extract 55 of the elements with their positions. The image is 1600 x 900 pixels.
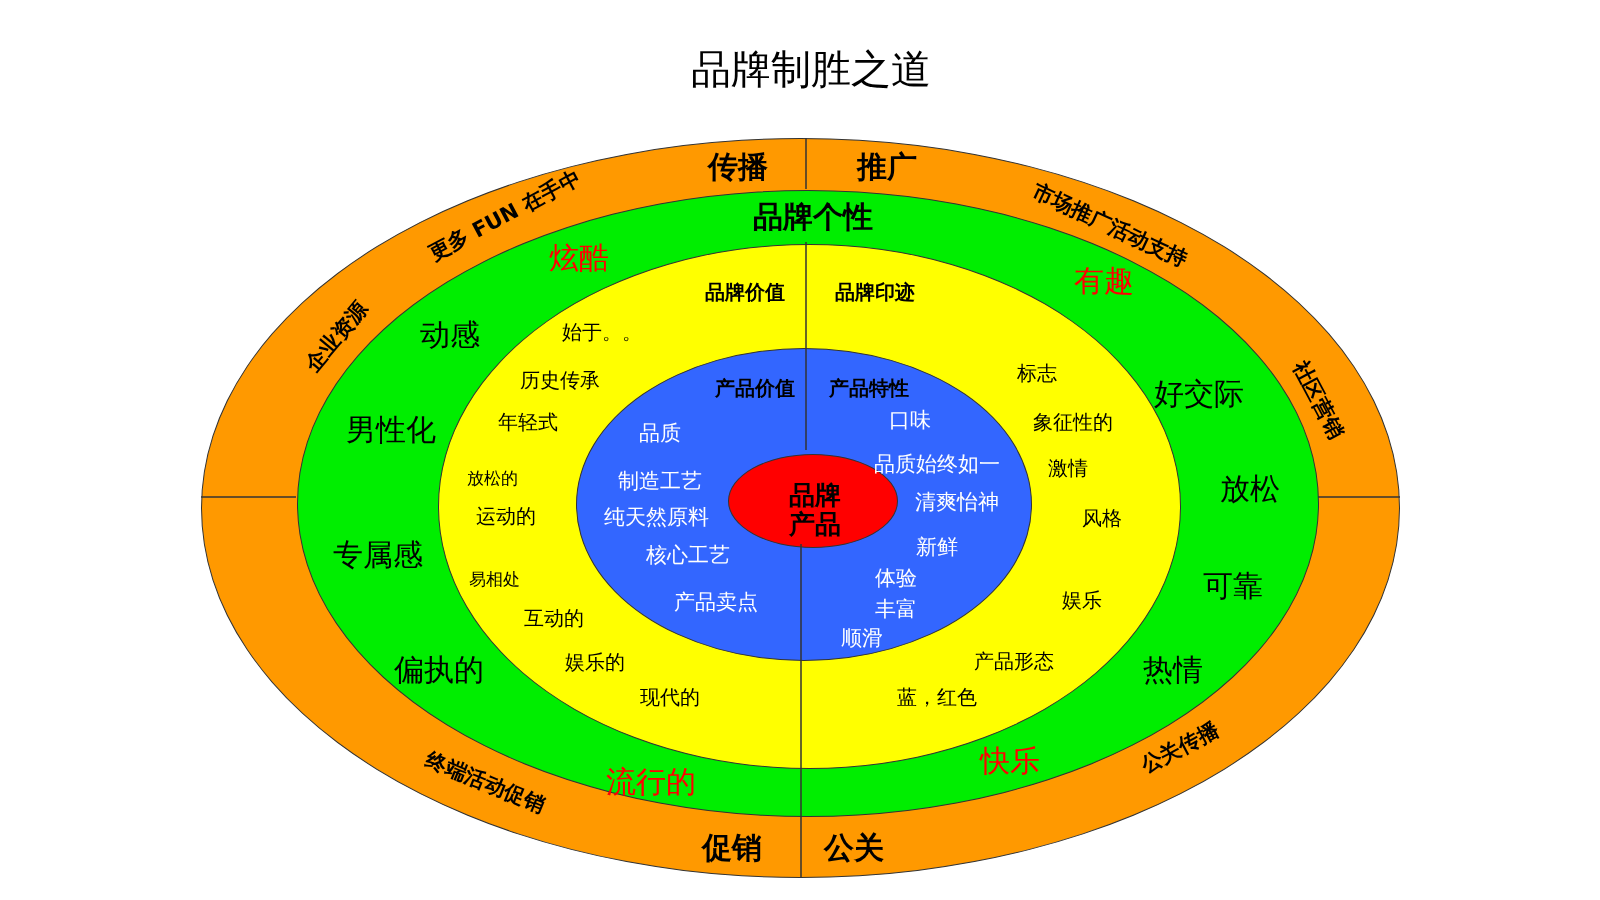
keyword-label: 现代的 (640, 686, 700, 708)
keyword-label: 蓝，红色 (897, 686, 977, 708)
keyword-label: 核心工艺 (646, 544, 730, 568)
keyword-label: 好交际 (1154, 376, 1244, 410)
keyword-label: 产品形态 (974, 650, 1054, 672)
ring-heading: 产品特性 (829, 377, 909, 399)
keyword-label: 放松的 (466, 468, 518, 488)
keyword-label: 可靠 (1203, 568, 1263, 602)
keyword-label: 运动的 (476, 505, 536, 527)
keyword-label: 品质始终如一 (874, 453, 1000, 477)
keyword-label: 制造工艺 (618, 470, 702, 494)
keyword-label: 易相处 (468, 569, 520, 589)
ring-label: 公关传播 (1137, 718, 1223, 778)
keyword-label: 互动的 (524, 607, 584, 629)
keyword-label: 男性化 (346, 412, 436, 446)
keyword-label: 新鲜 (916, 536, 958, 560)
keyword-label: 娱乐 (1062, 589, 1102, 611)
keyword-label: 流行的 (606, 764, 696, 798)
keyword-label: 有趣 (1074, 263, 1134, 297)
ring-heading: 品牌个性 (753, 199, 873, 233)
ring-heading: 传播 (708, 149, 768, 183)
keyword-label: 放松 (1220, 471, 1280, 505)
keyword-label: 象征性的 (1033, 411, 1113, 433)
keyword-label: 纯天然原料 (603, 506, 709, 530)
keyword-label: 口味 (889, 409, 931, 433)
keyword-label: 偏执的 (394, 652, 484, 686)
keyword-label: 产品卖点 (674, 591, 758, 615)
keyword-label: 专属感 (333, 537, 423, 571)
keyword-label: 顺滑 (841, 627, 883, 651)
ring-heading: 促销 (702, 830, 762, 864)
keyword-label: 始于。。 (562, 321, 642, 343)
ring-heading: 推广 (857, 149, 917, 183)
keyword-label: 风格 (1082, 507, 1122, 529)
keyword-label: 品质 (639, 422, 681, 446)
ring-heading: 品牌印迹 (835, 281, 915, 303)
keyword-label: 丰富 (875, 598, 917, 622)
keyword-label: 体验 (875, 567, 917, 591)
diagram-title: 品牌制胜之道 (691, 47, 931, 91)
keyword-label: 炫酷 (549, 240, 609, 274)
keyword-label: 清爽怡神 (915, 491, 999, 515)
ring-heading: 公关 (824, 830, 884, 864)
keyword-label: 快乐 (980, 743, 1040, 777)
keyword-label: 娱乐的 (565, 651, 625, 673)
ring-heading: 品牌价值 (705, 281, 785, 303)
keyword-label: 动感 (420, 317, 480, 351)
ring-heading: 品牌产品 (788, 481, 842, 539)
keyword-label: 历史传承 (520, 369, 600, 391)
ring-label: 社区营销 (1288, 357, 1348, 443)
ring-label: 终端活动促销 (422, 748, 548, 818)
keyword-label: 热情 (1143, 652, 1203, 686)
keyword-label: 标志 (1017, 362, 1057, 384)
ring-heading: 产品价值 (715, 377, 795, 399)
ring-label: 企业资源 (301, 297, 373, 377)
keyword-label: 激情 (1048, 457, 1088, 479)
keyword-label: 年轻式 (498, 411, 558, 433)
